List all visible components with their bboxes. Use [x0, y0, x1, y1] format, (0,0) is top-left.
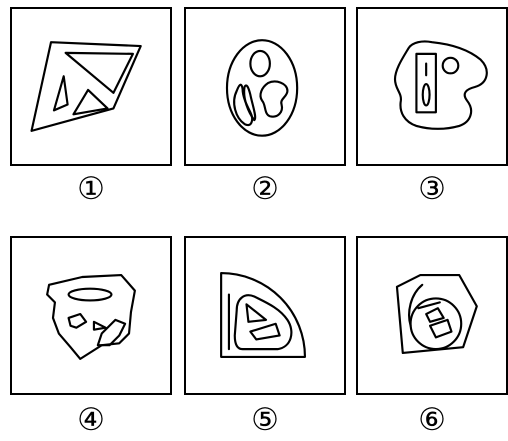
figure-panel-6 — [356, 236, 508, 395]
figure-1-drawing — [12, 9, 170, 164]
figure-6-drawing — [358, 238, 506, 393]
figure-label-5: ⑤ — [245, 402, 285, 438]
inner-quad-bottom — [430, 320, 451, 338]
left-blob — [69, 314, 87, 328]
figure-4-drawing — [12, 238, 170, 393]
figure-panel-4 — [10, 236, 172, 395]
palette-hole — [443, 58, 459, 74]
figure-label-3: ③ — [412, 171, 452, 207]
right-wedge — [94, 322, 106, 330]
figure-3-drawing — [358, 9, 506, 164]
inner-parallelogram — [250, 324, 279, 340]
figure-panel-5 — [184, 236, 346, 395]
figure-panel-2 — [184, 7, 346, 166]
right-blob — [261, 82, 288, 117]
irregular-outline — [47, 275, 135, 359]
top-ellipse — [69, 289, 112, 301]
small-triangle — [54, 76, 68, 110]
figure-label-6: ⑥ — [412, 402, 452, 438]
inner-triangle — [246, 304, 265, 322]
figure-5-drawing — [186, 238, 344, 393]
figure-label-2: ② — [245, 171, 285, 207]
left-thin-blob — [244, 85, 255, 120]
figure-panel-1 — [10, 7, 172, 166]
quarter-sector — [221, 273, 305, 357]
figure-label-4: ④ — [71, 402, 111, 438]
inner-round-shape — [235, 295, 292, 349]
figure-panel-3 — [356, 7, 508, 166]
figure-label-1: ① — [71, 171, 111, 207]
outer-quadrilateral — [32, 42, 141, 131]
palette-outline — [395, 41, 487, 128]
small-oval — [250, 51, 269, 76]
inner-quad-top — [426, 308, 444, 322]
rectangle-oval — [423, 84, 430, 105]
figure-2-drawing — [186, 9, 344, 164]
